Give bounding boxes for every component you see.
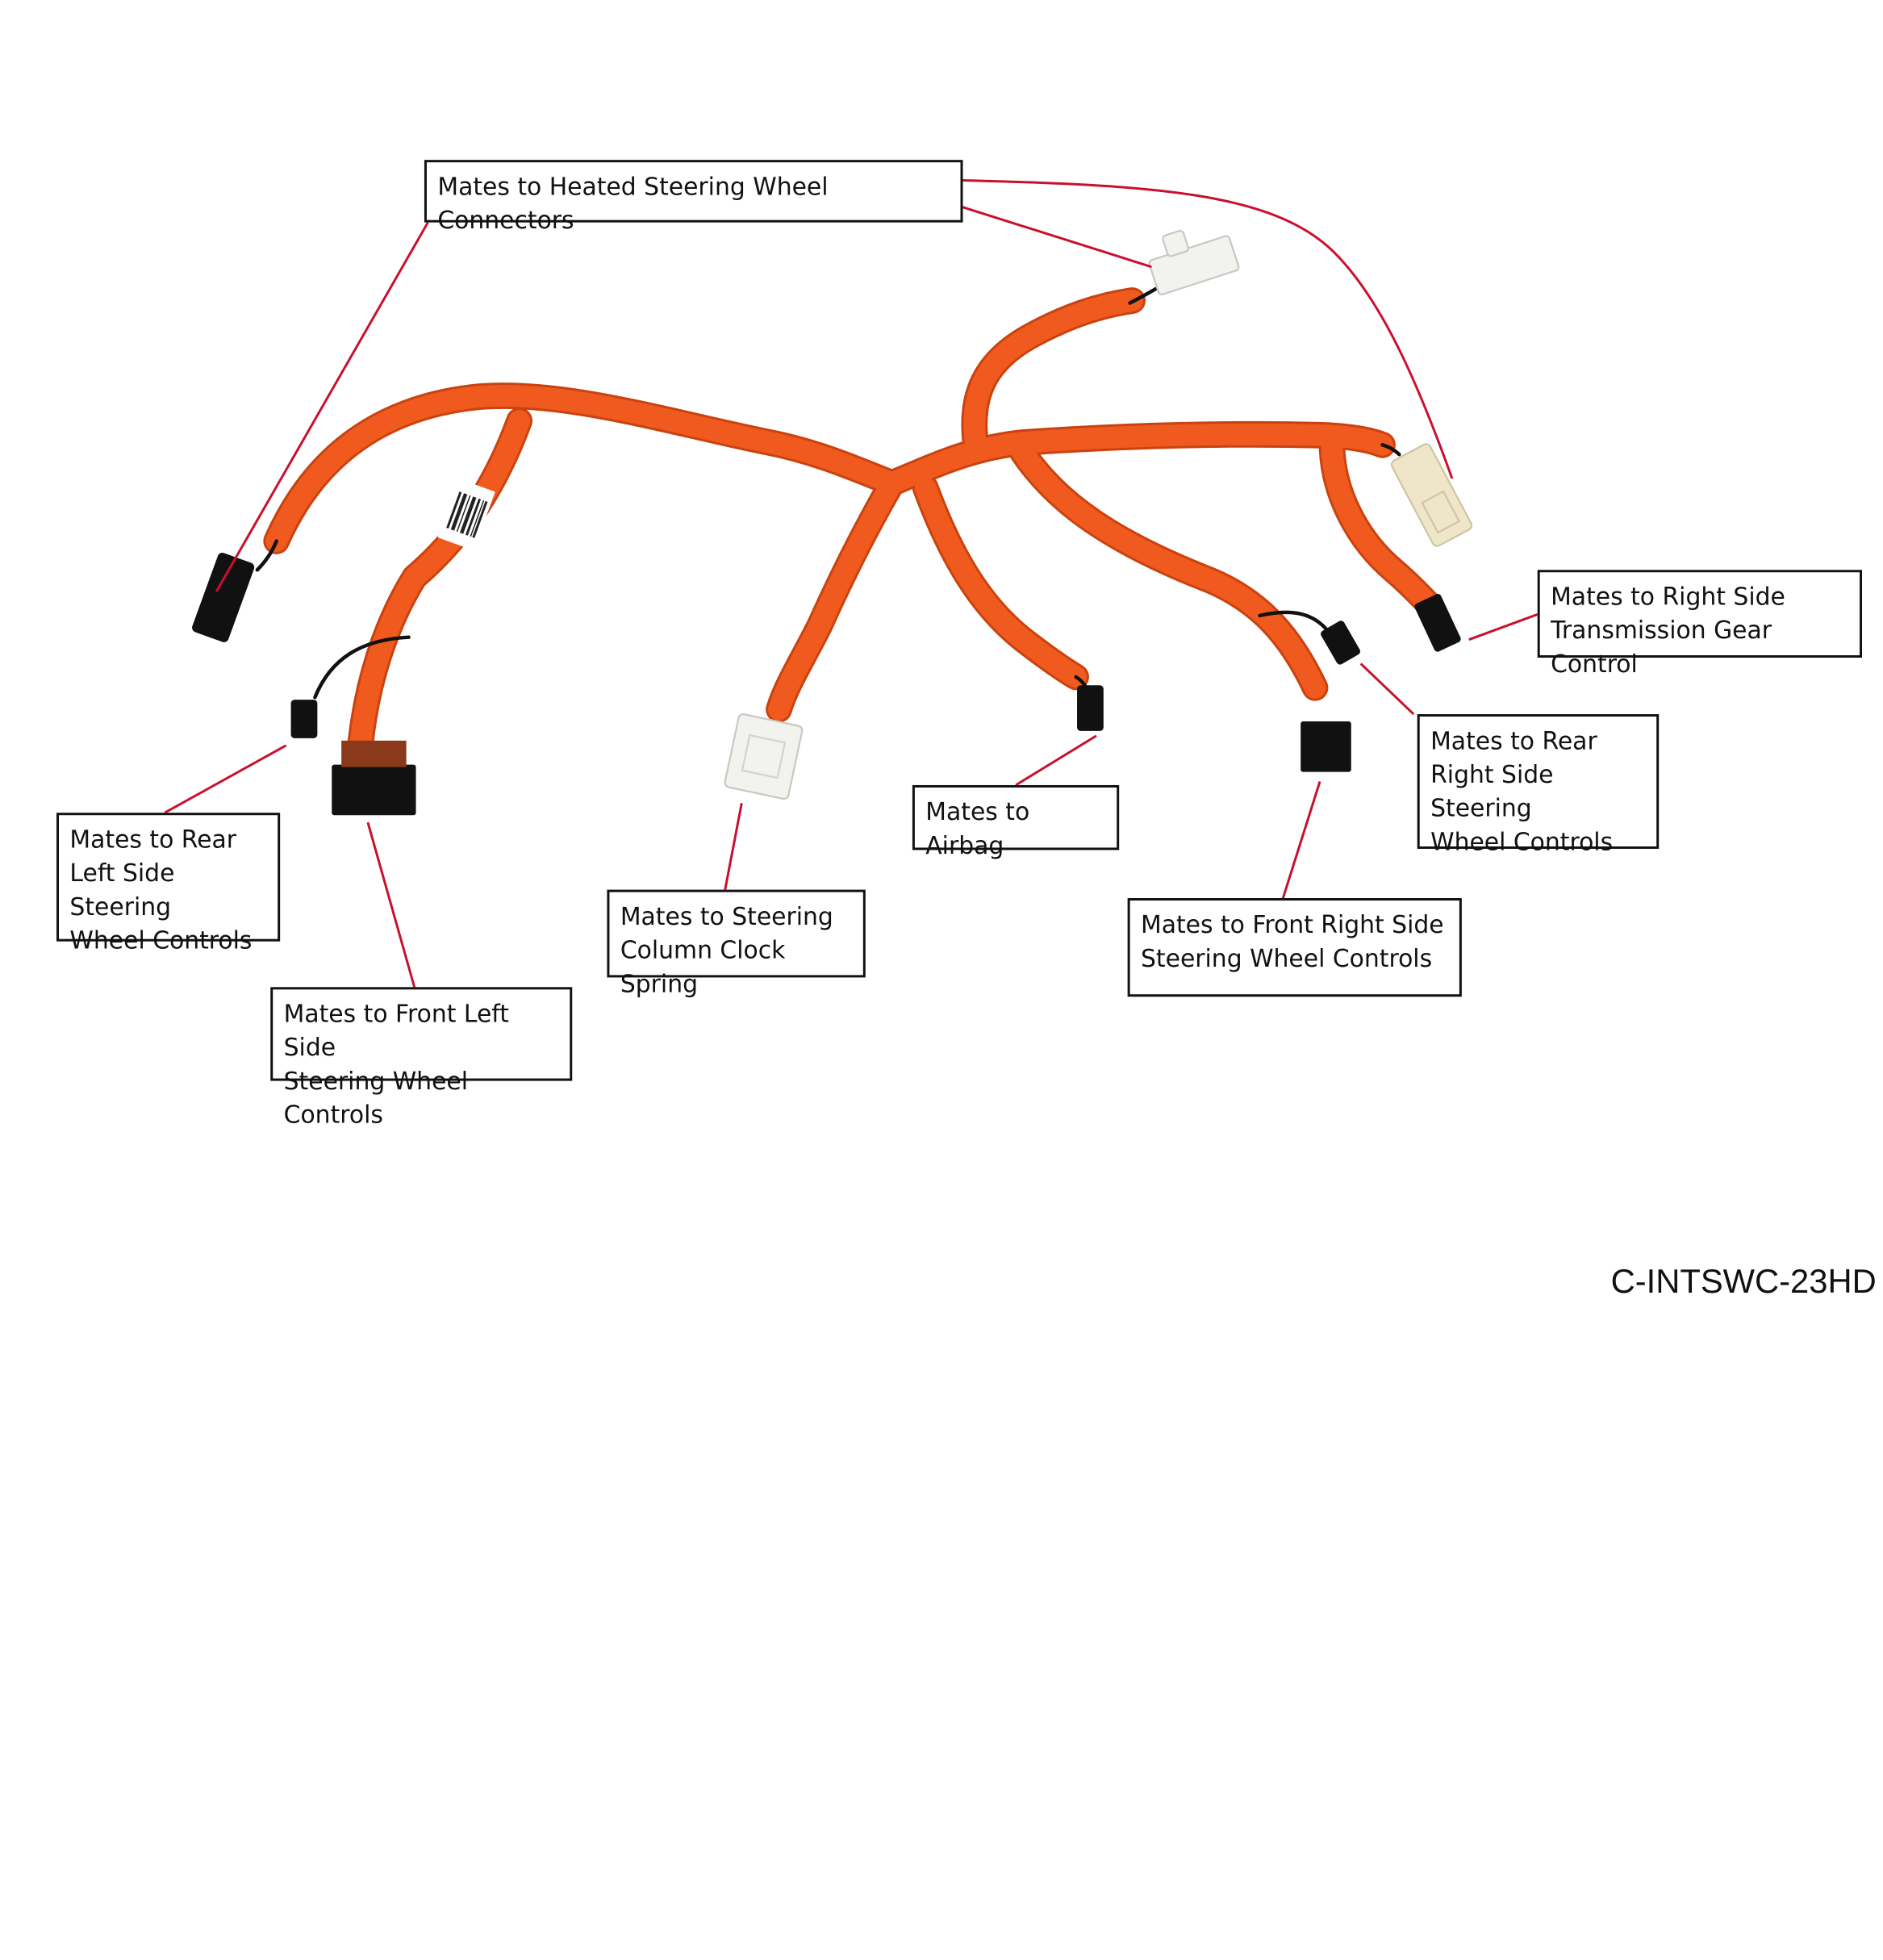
wire-right-trans <box>1380 443 1401 457</box>
connector-rear-left <box>290 700 318 738</box>
barcode-label <box>437 479 495 551</box>
callout-right-transmission-gear-control: Mates to Right Side Transmission Gear Co… <box>1537 570 1863 678</box>
callout-rear-right-steering-wheel-controls: Mates to Rear Right Side Steering Wheel … <box>1417 714 1660 856</box>
harness-illustration <box>164 179 1539 989</box>
callout-heated-steering-wheel: Mates to Heated Steering Wheel Connector… <box>424 160 963 235</box>
callout-rear-left-steering-wheel-controls: Mates to Rear Left Side Steering Wheel C… <box>56 813 281 955</box>
leader-airbag <box>1015 734 1097 787</box>
harness-branches <box>263 287 1442 757</box>
connector-rear-right <box>1321 621 1361 665</box>
connector-airbag <box>1077 685 1104 731</box>
wire-left-heated <box>255 539 278 572</box>
wire-heated <box>1128 286 1159 305</box>
leader-rear-left <box>164 744 287 814</box>
leader-clock-spring <box>724 803 743 892</box>
connector-right-trans <box>1390 443 1473 547</box>
leader-heated-right-curve <box>961 179 1454 479</box>
connector-front-left <box>332 740 416 816</box>
connector-heated-right <box>1148 229 1240 296</box>
connector-front-right <box>1301 721 1351 772</box>
leader-heated-left <box>215 221 429 592</box>
leader-lines <box>164 179 1539 989</box>
pigtail-wires <box>255 286 1401 700</box>
leader-right-trans <box>1468 612 1539 641</box>
leader-rear-right <box>1359 662 1415 716</box>
wire-rear-right <box>1258 610 1330 632</box>
wire-rear-left <box>313 635 411 700</box>
connector-clock-spring <box>724 713 804 800</box>
callout-steering-column-clock-spring: Mates to Steering Column Clock Spring <box>607 889 866 998</box>
callout-front-left-steering-wheel-controls: Mates to Front Left Side Steering Wheel … <box>270 987 573 1129</box>
leader-front-left <box>366 821 416 989</box>
part-number: C-INTSWC-23HD <box>1610 1262 1877 1300</box>
leader-heated-right <box>961 205 1152 269</box>
leader-front-right <box>1281 781 1321 900</box>
callout-front-right-steering-wheel-controls: Mates to Front Right Side Steering Wheel… <box>1127 898 1462 997</box>
connector-right-trans-small <box>1414 594 1461 652</box>
connector-heated-left <box>192 552 255 642</box>
callout-airbag: Mates to Airbag <box>912 784 1120 859</box>
